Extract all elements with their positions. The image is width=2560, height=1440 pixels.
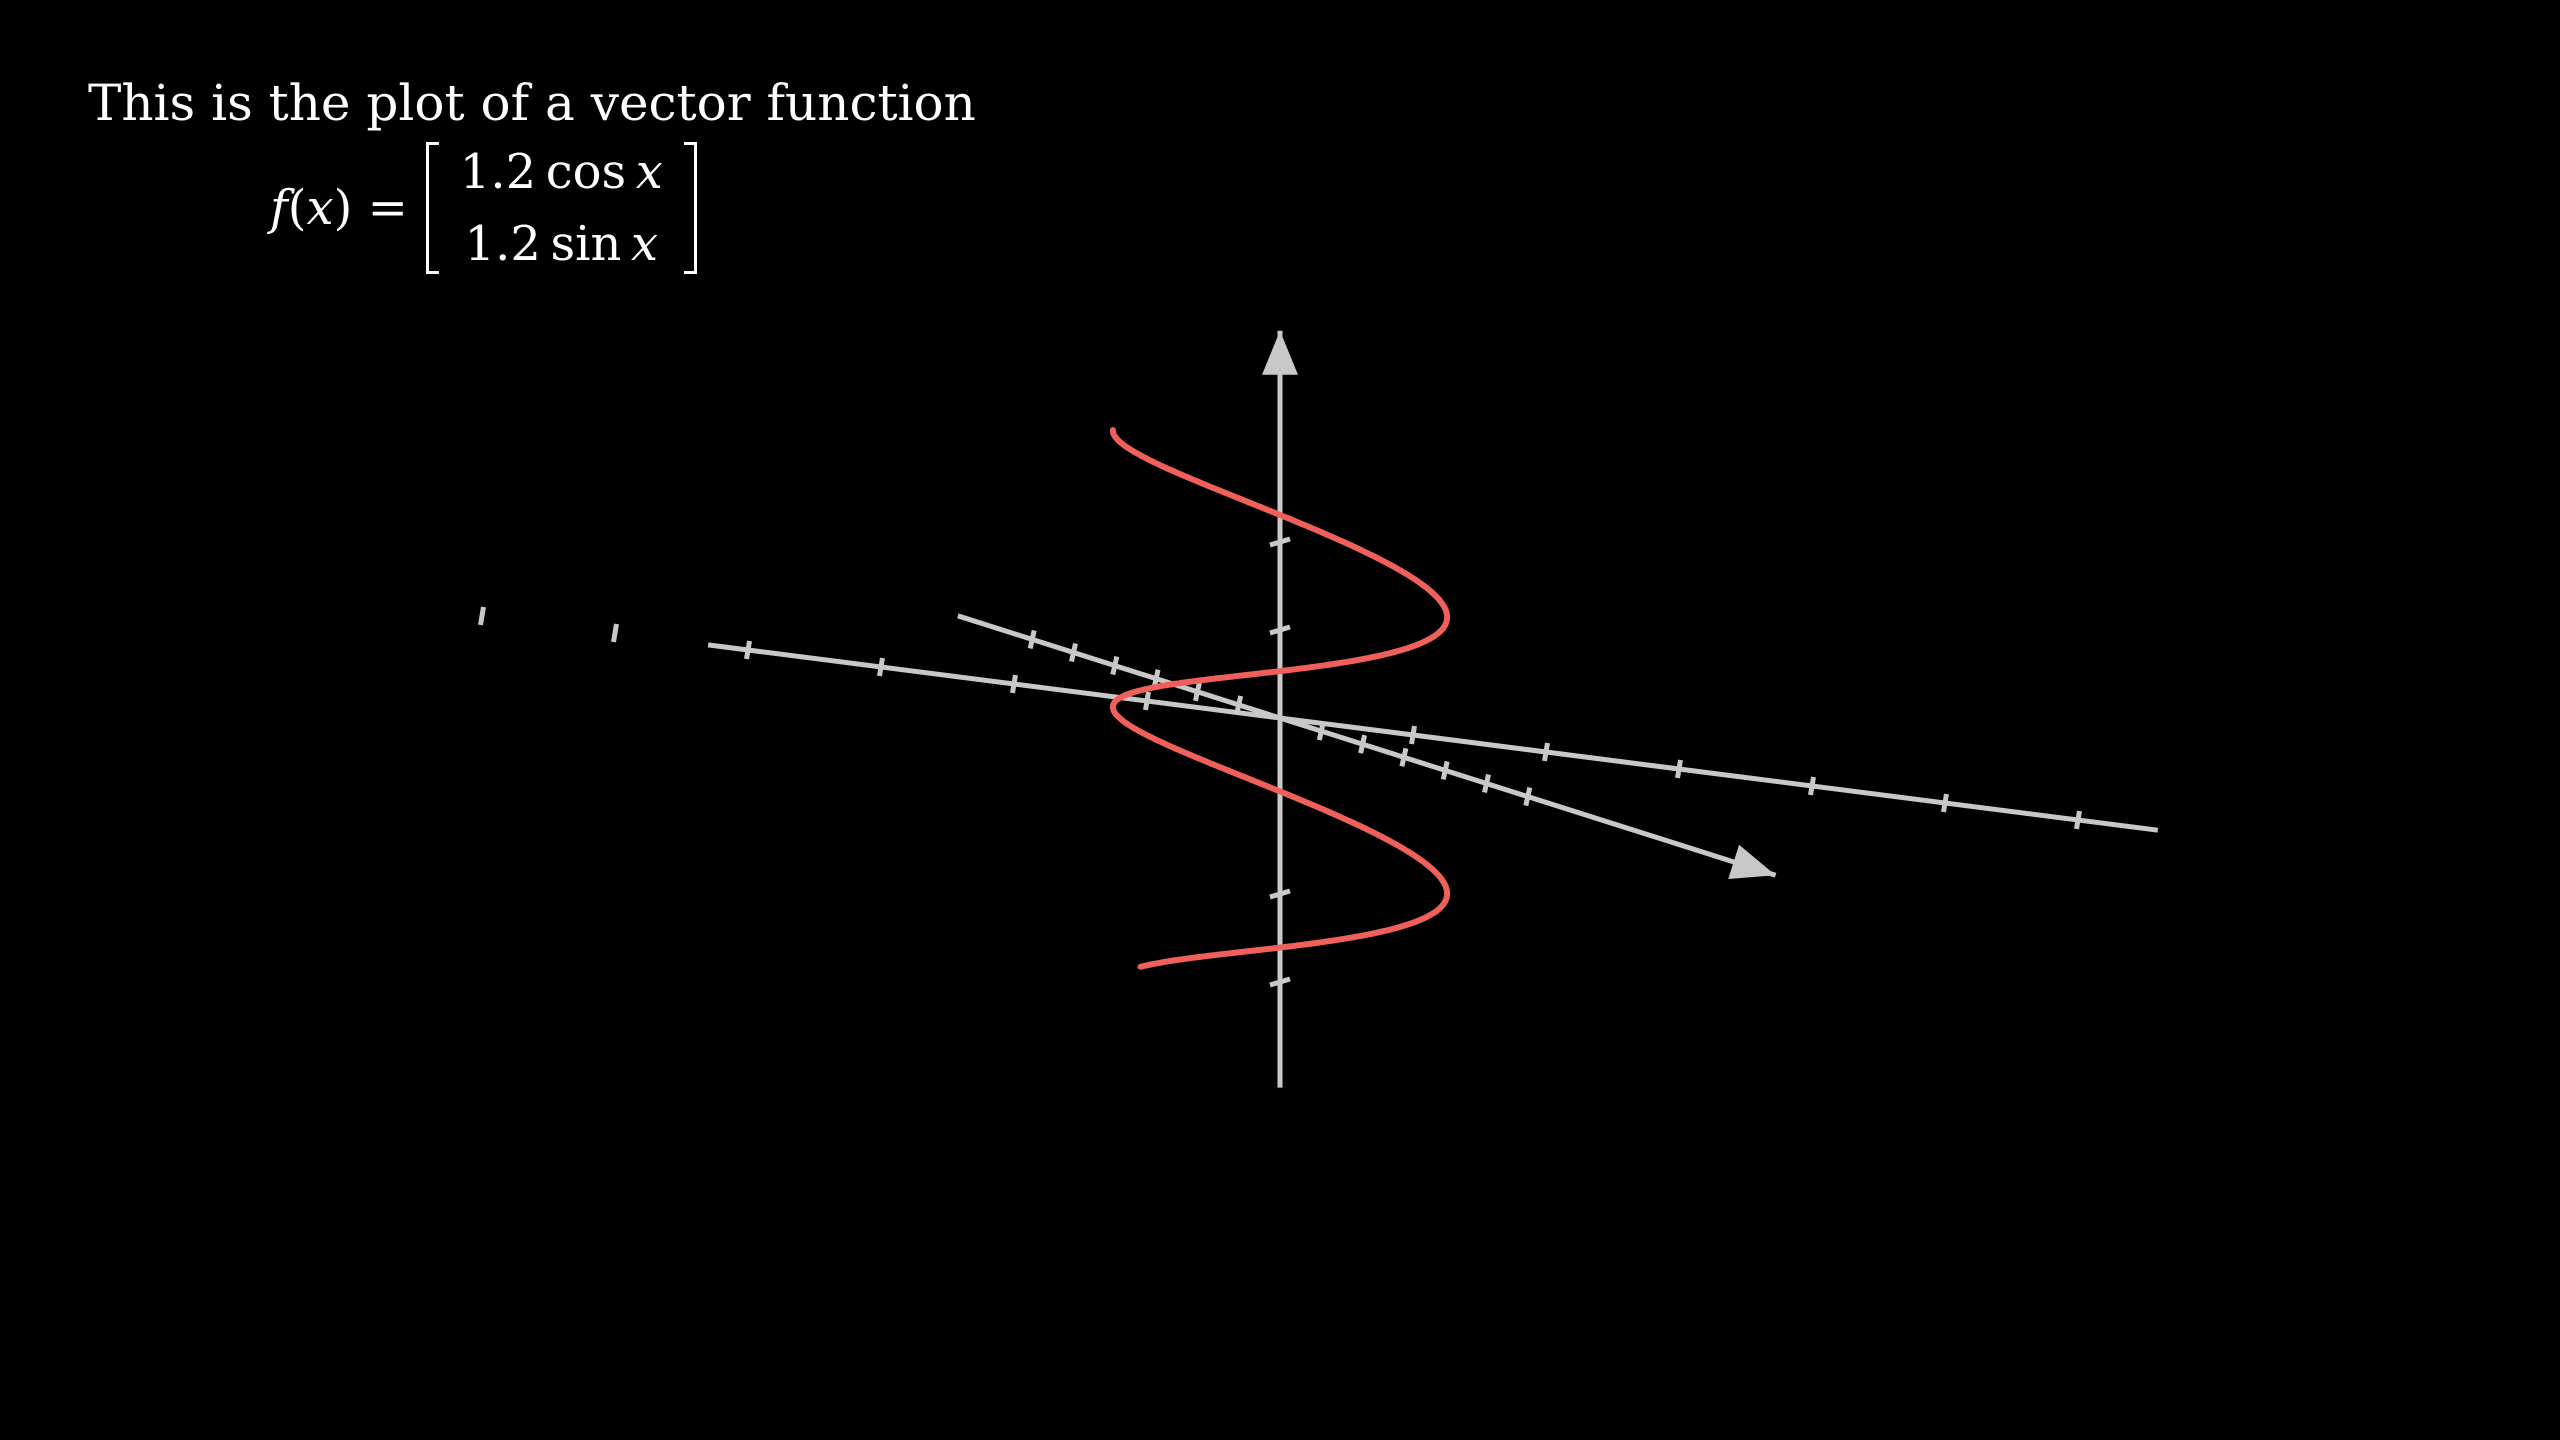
- caption-text: This is the plot of a vector function: [88, 74, 976, 132]
- x-axis-tick: [1675, 759, 1683, 779]
- y-axis-tick: [1399, 747, 1409, 767]
- x-axis-tick: [1143, 691, 1151, 711]
- y-axis-tick: [1440, 760, 1450, 780]
- right-bracket: [683, 141, 697, 274]
- z-axis-arrowhead: [1262, 330, 1298, 375]
- formula-lhs: f(x) =: [270, 179, 408, 236]
- y-axis-tick: [1192, 682, 1202, 702]
- vector-function-formula: f(x) = 1.2 cos x 1.2 sin x: [270, 140, 697, 275]
- x-axis-tick: [1010, 674, 1018, 694]
- x-axis-tick: [1941, 793, 1949, 813]
- z-axis-tick: [1269, 536, 1291, 548]
- z-axis-tick: [1269, 976, 1291, 988]
- z-axis-tick: [1269, 624, 1291, 636]
- vector-row-y: 1.2 sin x: [464, 215, 659, 272]
- x-axis-tick: [2074, 810, 2082, 830]
- x-axis-tick: [611, 623, 619, 643]
- y-axis-arrowhead: [1728, 844, 1776, 880]
- function-variable: x: [306, 179, 334, 236]
- y-axis-tick: [1482, 773, 1491, 794]
- column-vector: 1.2 cos x 1.2 sin x: [425, 141, 697, 274]
- function-name: f: [270, 179, 288, 236]
- x-axis-tick: [478, 606, 486, 626]
- x-axis-tick: [744, 640, 752, 660]
- left-bracket: [425, 141, 439, 274]
- axes: [478, 330, 2159, 1088]
- helix-curve-layer: [1109, 427, 1451, 970]
- y-axis-tick: [1234, 695, 1244, 715]
- x-axis-tick: [1808, 776, 1816, 796]
- z-axis-tick: [1269, 888, 1291, 900]
- x-axis-tick: [1542, 742, 1550, 762]
- x-axis-line: [707, 642, 2159, 833]
- y-axis-tick: [1523, 787, 1533, 807]
- helix-curve: [1109, 427, 1451, 970]
- y-axis-tick: [1110, 656, 1120, 676]
- x-axis-tick: [877, 657, 885, 677]
- y-axis-tick: [1069, 642, 1078, 663]
- vector-row-x: 1.2 cos x: [459, 143, 663, 200]
- y-axis-tick: [1027, 629, 1037, 649]
- y-axis-tick: [1316, 721, 1326, 741]
- y-axis-tick: [1358, 734, 1368, 754]
- y-axis-line: [957, 613, 1777, 878]
- x-axis-tick: [1409, 725, 1417, 745]
